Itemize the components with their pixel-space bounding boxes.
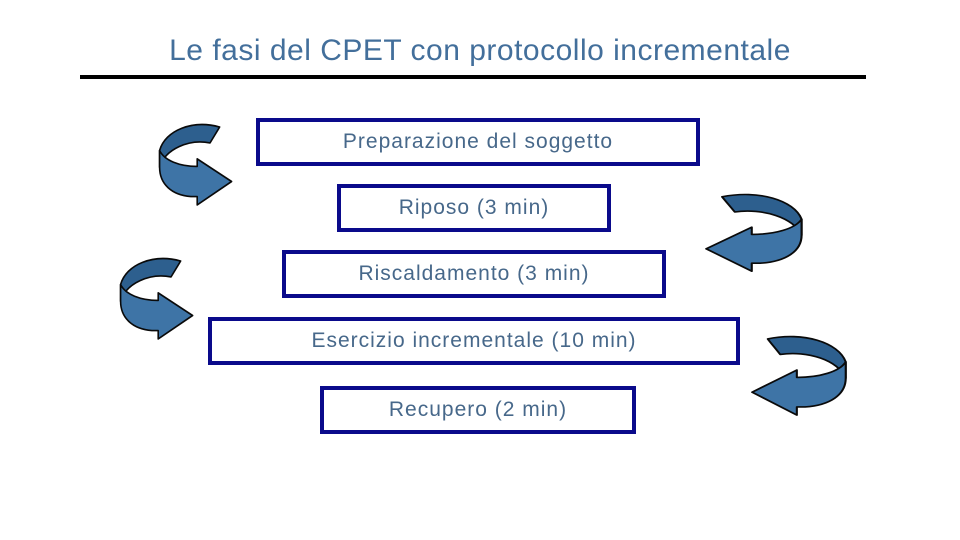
title-underline <box>80 75 866 79</box>
page-title: Le fasi del CPET con protocollo incremen… <box>169 34 791 67</box>
phase-box-riscaldamento: Riscaldamento (3 min) <box>282 250 666 298</box>
phase-label: Riscaldamento (3 min) <box>358 262 590 285</box>
phase-label: Recupero (2 min) <box>388 398 568 421</box>
curved-rotation-arrow-icon <box>115 256 195 344</box>
curved-rotation-arrow-mirrored-icon <box>703 192 809 276</box>
phase-box-preparazione: Preparazione del soggetto <box>256 118 700 166</box>
phase-label: Riposo (3 min) <box>398 196 550 219</box>
curved-rotation-arrow-icon <box>154 122 234 210</box>
phase-label: Esercizio incrementale (10 min) <box>311 329 637 352</box>
curved-rotation-arrow-mirrored-icon <box>749 334 853 420</box>
phase-box-riposo: Riposo (3 min) <box>337 184 611 232</box>
phase-label: Preparazione del soggetto <box>342 130 614 153</box>
phase-box-recupero: Recupero (2 min) <box>320 386 636 434</box>
phase-box-esercizio: Esercizio incrementale (10 min) <box>208 317 740 365</box>
